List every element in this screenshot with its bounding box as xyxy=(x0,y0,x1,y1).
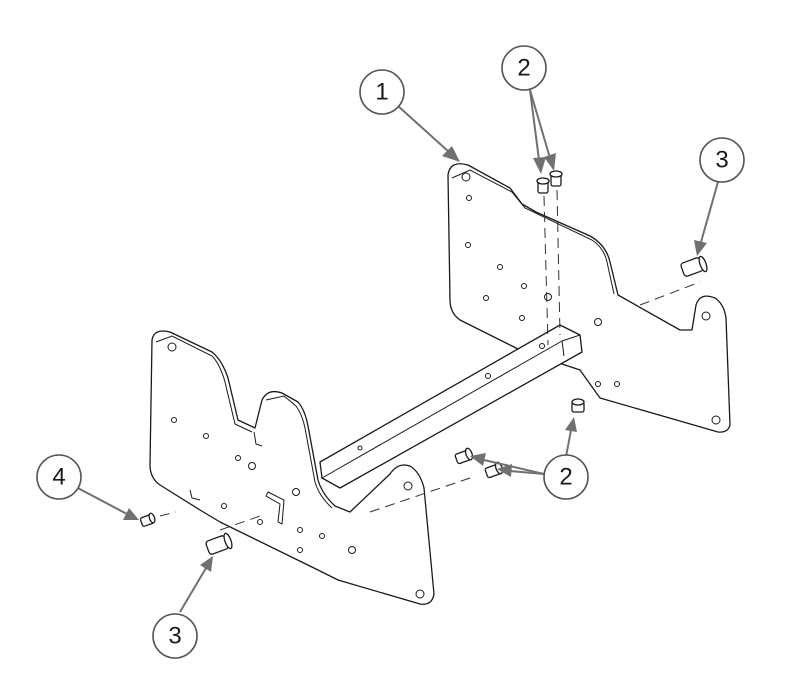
callout-label: 4 xyxy=(52,464,65,491)
callout-label: 3 xyxy=(168,623,181,650)
callout-1: 1 xyxy=(359,69,405,115)
fastener-pin-front-a xyxy=(454,447,474,465)
allen-key xyxy=(265,491,285,525)
fastener-pin-top-b xyxy=(549,170,563,187)
callout-2-top: 2 xyxy=(501,45,547,91)
small-fastener-left xyxy=(139,512,156,527)
fastener-pin-mid xyxy=(571,398,585,413)
bushing-right xyxy=(680,255,708,277)
callout-label: 1 xyxy=(375,79,388,106)
callout-3-right: 3 xyxy=(699,137,745,183)
fastener-pin-top-a xyxy=(536,177,550,194)
back-side-plate xyxy=(447,163,731,433)
front-side-plate xyxy=(149,330,435,605)
callout-label: 2 xyxy=(559,464,572,491)
callout-3-bottom: 3 xyxy=(152,613,198,659)
leader-lines xyxy=(73,89,719,613)
callout-label: 2 xyxy=(517,55,530,82)
callout-2-bottom: 2 xyxy=(543,454,589,500)
assembly-centerlines xyxy=(159,189,701,531)
callout-4: 4 xyxy=(36,454,82,500)
callout-label: 3 xyxy=(715,147,728,174)
cross-tube xyxy=(319,324,583,489)
bushing-front-left xyxy=(205,532,233,555)
